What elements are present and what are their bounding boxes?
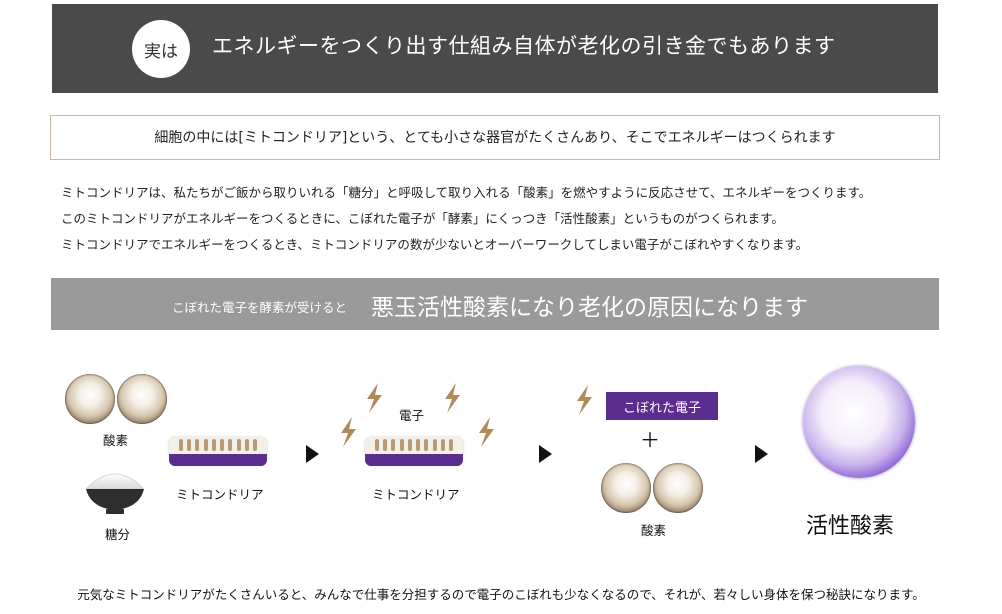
sugar-label: 糖分 xyxy=(105,527,131,542)
oxygen-molecule-icon xyxy=(117,374,167,424)
spilled-electron-tag: こぼれた電子 xyxy=(606,392,718,420)
oxygen-molecule-icon xyxy=(601,463,651,513)
banner-title: エネルギーをつくり出す仕組み自体が老化の引き金でもあります xyxy=(212,34,836,58)
electron-label: 電子 xyxy=(399,408,425,423)
info-box: 細胞の中には[ミトコンドリア]という、とても小さな器官がたくさんあり、そこでエネ… xyxy=(50,115,940,160)
rice-bowl-icon xyxy=(85,473,145,514)
footer-text: 元気なミトコンドリアがたくさんいると、みんなで仕事を分担するので電子のこぼれも少… xyxy=(77,587,925,602)
lightning-icon xyxy=(367,383,382,413)
arrow-right-icon xyxy=(306,445,319,463)
mitochondria-label: ミトコンドリア xyxy=(372,487,460,502)
lightning-icon xyxy=(479,417,494,447)
active-oxygen-label: 活性酸素 xyxy=(806,514,895,539)
arrow-right-icon xyxy=(539,445,552,463)
lightning-icon xyxy=(445,383,460,413)
oxygen-label: 酸素 xyxy=(641,523,667,538)
plus-sign: ＋ xyxy=(640,428,660,452)
info-box-text: 細胞の中には[ミトコンドリア]という、とても小さな器官がたくさんあり、そこでエネ… xyxy=(154,130,836,146)
oxygen-molecule-icon xyxy=(653,463,703,513)
arrow-right-icon xyxy=(755,445,768,463)
top-banner xyxy=(52,4,938,93)
paragraph-line-2: このミトコンドリアがエネルギーをつくるときに、こぼれた電子が「酵素」にくっつき「… xyxy=(61,211,784,226)
mitochondria-icon xyxy=(365,436,463,470)
oxygen-molecule-icon xyxy=(65,374,115,424)
active-oxygen-sphere-icon xyxy=(803,366,915,478)
badge-text: 実は xyxy=(144,41,178,62)
band-large-text: 悪玉活性酸素になり老化の原因になります xyxy=(371,295,808,321)
paragraph-line-3: ミトコンドリアでエネルギーをつくるとき、ミトコンドリアの数が少ないとオーバーワー… xyxy=(61,237,809,252)
band-small-text: こぼれた電子を酵素が受けると xyxy=(172,300,348,315)
spilled-electron-text: こぼれた電子 xyxy=(622,400,701,416)
paragraph-line-1: ミトコンドリアは、私たちがご飯から取りいれる「糖分」と呼吸して取り入れる「酸素」… xyxy=(61,185,872,200)
badge-circle: 実は xyxy=(132,20,190,78)
mitochondria-label: ミトコンドリア xyxy=(176,487,264,502)
oxygen-label: 酸素 xyxy=(103,433,129,448)
lightning-icon xyxy=(577,385,592,415)
mitochondria-icon xyxy=(169,436,267,470)
cause-band xyxy=(51,278,939,330)
lightning-icon xyxy=(341,417,356,447)
